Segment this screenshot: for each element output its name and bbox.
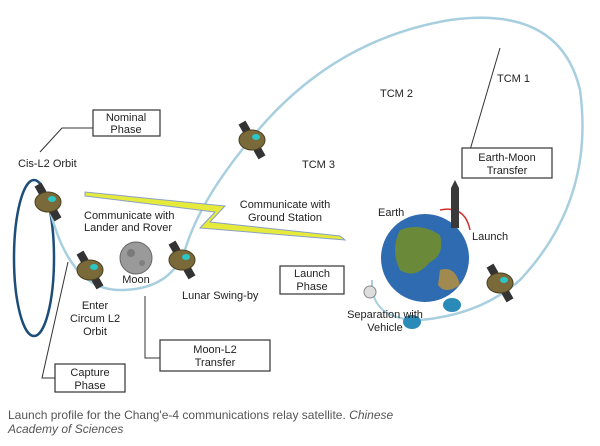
tcm3-label: TCM 3 [302,159,335,171]
launch-profile-diagram: Nominal Phase Capture Phase Moon-L2 Tran… [12,16,584,393]
moon-l2-transfer-label: Moon-L2 [193,344,236,356]
capture-phase-label: Phase [74,380,105,392]
connector-line [39,127,93,153]
booster-icon [403,298,461,329]
separation-icon [363,285,377,299]
earth-moon-transfer-box [461,147,553,179]
launch-label: Launch [472,231,508,243]
caption-credit: Academy of Sciences [8,422,124,436]
connector-line [469,47,501,151]
lightning-icon [84,191,347,241]
enter-circum-label: Circum L2 [70,313,120,325]
separation-label: Separation with [347,309,423,321]
separation-label: Vehicle [367,322,402,334]
tcm1-label: TCM 1 [497,73,530,85]
cis-l2-orbit-label: Cis-L2 Orbit [18,158,77,170]
satellite-icon [486,263,514,303]
connector-line [144,296,160,359]
launch-phase-label: Launch [294,268,330,280]
moon-l2-transfer-box [159,339,271,372]
nominal-phase-label: Phase [110,124,141,136]
nominal-phase-label: Nominal [106,112,146,124]
moon-icon [119,241,153,275]
launch-phase-label: Phase [296,281,327,293]
moon-l2-transfer-label: Transfer [195,357,236,369]
earth-label: Earth [378,207,404,219]
capture-phase-box [54,363,126,393]
communicate-lander-label: Lander and Rover [84,222,172,234]
enter-circum-label: Orbit [83,326,107,338]
satellite-icon [76,250,104,290]
caption-text: Launch profile for the Chang'e-4 communi… [8,408,346,422]
earth-moon-transfer-label: Earth-Moon [478,152,535,164]
rocket-icon [451,188,459,228]
figure-caption: Launch profile for the Chang'e-4 communi… [8,408,588,436]
earth-moon-transfer-label: Transfer [487,165,528,177]
satellite-icon [34,182,62,222]
moon-label: Moon [122,274,150,286]
communicate-lander-label: Communicate with [84,210,174,222]
launch-arc [439,208,471,231]
enter-circum-label: Enter [82,300,109,312]
communicate-ground-label: Communicate with [240,199,330,211]
lunar-swing-by-label: Lunar Swing-by [182,290,259,302]
launch-phase-box [279,265,345,295]
tcm2-label: TCM 2 [380,88,413,100]
caption-credit: Chinese [349,408,394,422]
nominal-phase-box [92,109,161,137]
satellite-icon [168,240,196,280]
connector-line [41,261,69,379]
transfer-trajectory [48,16,584,322]
capture-phase-label: Capture [70,367,109,379]
communicate-ground-label: Ground Station [248,212,322,224]
cis-l2-orbit-ellipse [12,178,56,338]
